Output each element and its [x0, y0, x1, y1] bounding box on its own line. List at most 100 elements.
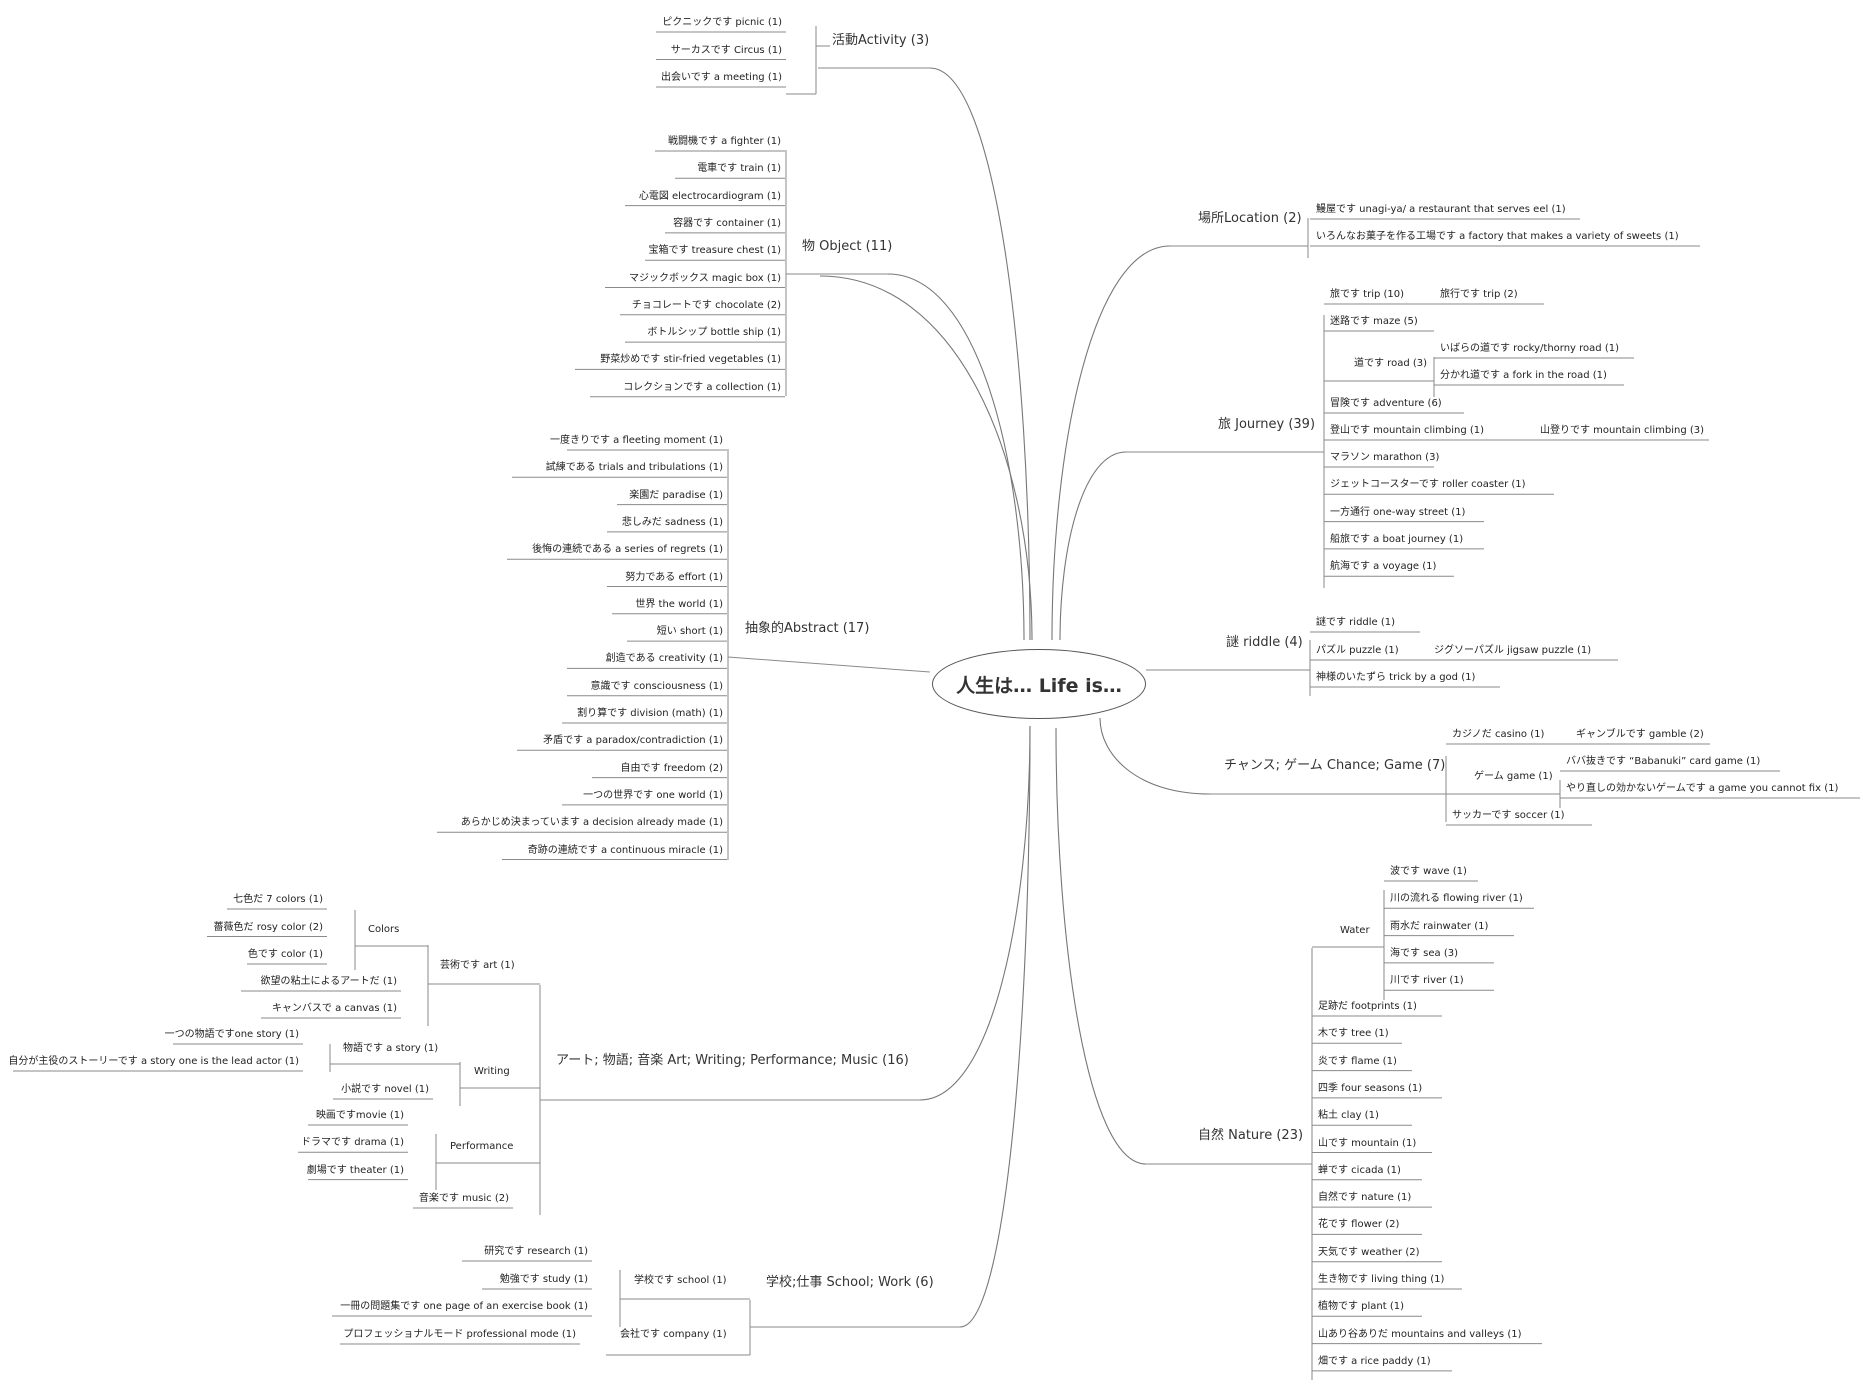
leaf-performance[interactable]: 劇場です theater (1)	[306, 1164, 404, 1176]
sub-road[interactable]: 道です road (3)	[1354, 358, 1428, 369]
branch-location[interactable]: 場所Location (2)	[1198, 211, 1302, 226]
sub-writing[interactable]: Writing	[474, 1066, 510, 1077]
leaf-nature[interactable]: 自然です nature (1)	[1318, 1192, 1412, 1204]
leaf-object[interactable]: 心電図 electrocardiogram (1)	[638, 190, 781, 202]
leaf-art[interactable]: 欲望の粘土によるアートだ (1)	[260, 976, 397, 987]
leaf-journey[interactable]: マラソン marathon (3)	[1330, 452, 1440, 463]
leaf-object[interactable]: 電車です train (1)	[697, 163, 781, 175]
leaf-object[interactable]: ボトルシップ bottle ship (1)	[647, 327, 781, 339]
leaf-school[interactable]: 一冊の問題集です one page of an exercise book (1…	[340, 1301, 588, 1312]
sub-company[interactable]: 会社です company (1)	[620, 1329, 727, 1340]
leaf-object[interactable]: 宝箱です treasure chest (1)	[648, 245, 781, 257]
leaf-abstract[interactable]: 試練である trials and tribulations (1)	[545, 462, 723, 474]
leaf-colors[interactable]: 七色だ 7 colors (1)	[233, 894, 323, 905]
leaf-nature[interactable]: 花です flower (2)	[1318, 1219, 1400, 1231]
leaf-object[interactable]: マジックボックス magic box (1)	[629, 272, 781, 284]
branch-abstract[interactable]: 抽象的Abstract (17)	[745, 621, 870, 636]
leaf-road[interactable]: いばらの道です rocky/thorny road (1)	[1440, 343, 1619, 354]
sub-game[interactable]: ゲーム game (1)	[1474, 771, 1553, 782]
branch-chance[interactable]: チャンス; ゲーム Chance; Game (7)	[1224, 758, 1446, 773]
sub-art[interactable]: 芸術です art (1)	[440, 960, 515, 971]
leaf-nature[interactable]: 粘土 clay (1)	[1318, 1110, 1379, 1122]
branch-object[interactable]: 物 Object (11)	[802, 239, 893, 254]
leaf-school[interactable]: プロフェッショナルモード professional mode (1)	[343, 1329, 576, 1340]
leaf-water[interactable]: 波です wave (1)	[1390, 866, 1467, 877]
leaf-journey[interactable]: 船旅です a boat journey (1)	[1330, 533, 1464, 545]
leaf-performance[interactable]: 映画ですmovie (1)	[315, 1110, 404, 1121]
leaf-story[interactable]: 一つの物語ですone story (1)	[164, 1029, 299, 1040]
leaf-nature[interactable]: 生き物です living thing (1)	[1318, 1274, 1445, 1285]
leaf-object[interactable]: 容器です container (1)	[673, 217, 781, 229]
branch-journey[interactable]: 旅 Journey (39)	[1218, 417, 1316, 432]
sub-performance[interactable]: Performance	[450, 1141, 514, 1152]
sub-colors[interactable]: Colors	[368, 924, 400, 935]
leaf-school[interactable]: 勉強です study (1)	[499, 1274, 588, 1285]
leaf-abstract[interactable]: 矛盾です a paradox/contradiction (1)	[543, 735, 723, 747]
leaf-abstract[interactable]: 悲しみだ sadness (1)	[621, 516, 723, 528]
leaf-abstract[interactable]: 奇跡の連続です a continuous miracle (1)	[527, 844, 723, 856]
leaf-abstract[interactable]: 後悔の連続である a series of regrets (1)	[532, 544, 723, 556]
leaf-location[interactable]: いろんなお菓子を作る工場です a factory that makes a va…	[1316, 231, 1679, 242]
leaf-nature[interactable]: 四季 four seasons (1)	[1318, 1082, 1423, 1094]
leaf-abstract[interactable]: あらかじめ決まっています a decision already made (1)	[460, 817, 723, 829]
leaf-writing[interactable]: 小説です novel (1)	[341, 1084, 429, 1095]
leaf-riddle[interactable]: ジグソーパズル jigsaw puzzle (1)	[1434, 645, 1592, 656]
leaf-journey[interactable]: ジェットコースターです roller coaster (1)	[1330, 479, 1526, 491]
leaf-abstract[interactable]: 割り算です division (math) (1)	[577, 708, 723, 719]
leaf-journey[interactable]: 登山です mountain climbing (1)	[1330, 425, 1485, 436]
leaf-performance[interactable]: ドラマです drama (1)	[301, 1137, 404, 1149]
sub-story[interactable]: 物語です a story (1)	[343, 1043, 439, 1054]
leaf-abstract[interactable]: 一度きりです a fleeting moment (1)	[549, 435, 723, 446]
branch-riddle[interactable]: 謎 riddle (4)	[1226, 635, 1303, 650]
leaf-abstract[interactable]: 世界 the world (1)	[635, 598, 723, 610]
leaf-abstract[interactable]: 一つの世界です one world (1)	[583, 789, 723, 801]
leaf-road[interactable]: 分かれ道です a fork in the road (1)	[1440, 370, 1607, 381]
leaf-nature[interactable]: 足跡だ footprints (1)	[1318, 1001, 1417, 1012]
leaf-journey[interactable]: 旅行です trip (2)	[1440, 289, 1518, 300]
leaf-nature[interactable]: 木です tree (1)	[1318, 1028, 1389, 1040]
leaf-chance[interactable]: サッカーです soccer (1)	[1452, 810, 1565, 821]
leaf-activity[interactable]: サーカスです Circus (1)	[670, 44, 782, 56]
leaf-activity[interactable]: ピクニックです picnic (1)	[662, 17, 782, 28]
leaf-abstract[interactable]: 楽園だ paradise (1)	[629, 489, 723, 501]
branch-nature[interactable]: 自然 Nature (23)	[1198, 1128, 1304, 1143]
leaf-journey[interactable]: 山登りです mountain climbing (3)	[1540, 425, 1705, 436]
leaf-nature[interactable]: 蝉です cicada (1)	[1318, 1164, 1401, 1176]
leaf-story[interactable]: 自分が主役のストーリーです a story one is the lead ac…	[8, 1056, 299, 1067]
leaf-activity[interactable]: 出会いです a meeting (1)	[661, 72, 782, 83]
leaf-riddle[interactable]: パズル puzzle (1)	[1316, 645, 1399, 656]
leaf-colors[interactable]: 色です color (1)	[247, 949, 323, 960]
leaf-nature[interactable]: 山です mountain (1)	[1318, 1137, 1417, 1149]
leaf-abstract[interactable]: 努力である effort (1)	[625, 571, 723, 583]
leaf-nature[interactable]: 天気です weather (2)	[1318, 1246, 1420, 1258]
leaf-abstract[interactable]: 意識です consciousness (1)	[590, 680, 723, 692]
sub-school[interactable]: 学校です school (1)	[634, 1275, 727, 1286]
leaf-chance[interactable]: ギャンブルです gamble (2)	[1576, 729, 1704, 740]
center-topic[interactable]: 人生は… Life is…	[932, 649, 1146, 719]
leaf-colors[interactable]: 薔薇色だ rosy color (2)	[213, 921, 323, 933]
leaf-art[interactable]: 音楽です music (2)	[418, 1193, 509, 1204]
leaf-water[interactable]: 雨水だ rainwater (1)	[1390, 920, 1489, 932]
leaf-nature[interactable]: 植物です plant (1)	[1318, 1301, 1405, 1313]
leaf-journey[interactable]: 冒険です adventure (6)	[1330, 398, 1442, 409]
leaf-object[interactable]: チョコレートです chocolate (2)	[631, 299, 781, 311]
leaf-journey[interactable]: 一方通行 one-way street (1)	[1330, 506, 1466, 518]
leaf-nature[interactable]: 畑です a rice paddy (1)	[1318, 1355, 1431, 1367]
branch-activity[interactable]: 活動Activity (3)	[832, 33, 930, 48]
leaf-object[interactable]: コレクションです a collection (1)	[623, 381, 781, 393]
leaf-water[interactable]: 川です river (1)	[1390, 975, 1464, 987]
leaf-location[interactable]: 鰻屋です unagi-ya/ a restaurant that serves …	[1316, 204, 1566, 215]
branch-art[interactable]: アート; 物語; 音楽 Art; Writing; Performance; M…	[556, 1053, 909, 1068]
leaf-riddle[interactable]: 謎です riddle (1)	[1316, 617, 1396, 628]
leaf-abstract[interactable]: 創造である creativity (1)	[605, 653, 723, 665]
leaf-abstract[interactable]: 自由です freedom (2)	[620, 762, 723, 774]
leaf-school[interactable]: 研究です research (1)	[484, 1246, 588, 1257]
leaf-object[interactable]: 戦闘機です a fighter (1)	[668, 136, 781, 147]
leaf-nature[interactable]: 山あり谷ありだ mountains and valleys (1)	[1318, 1328, 1522, 1340]
sub-water[interactable]: Water	[1340, 925, 1370, 936]
leaf-journey[interactable]: 迷路です maze (5)	[1330, 316, 1418, 327]
leaf-abstract[interactable]: 短い short (1)	[656, 626, 723, 638]
branch-school[interactable]: 学校;仕事 School; Work (6)	[766, 1275, 934, 1290]
leaf-art[interactable]: キャンバスで a canvas (1)	[271, 1003, 397, 1014]
leaf-journey[interactable]: 航海です a voyage (1)	[1330, 561, 1437, 573]
